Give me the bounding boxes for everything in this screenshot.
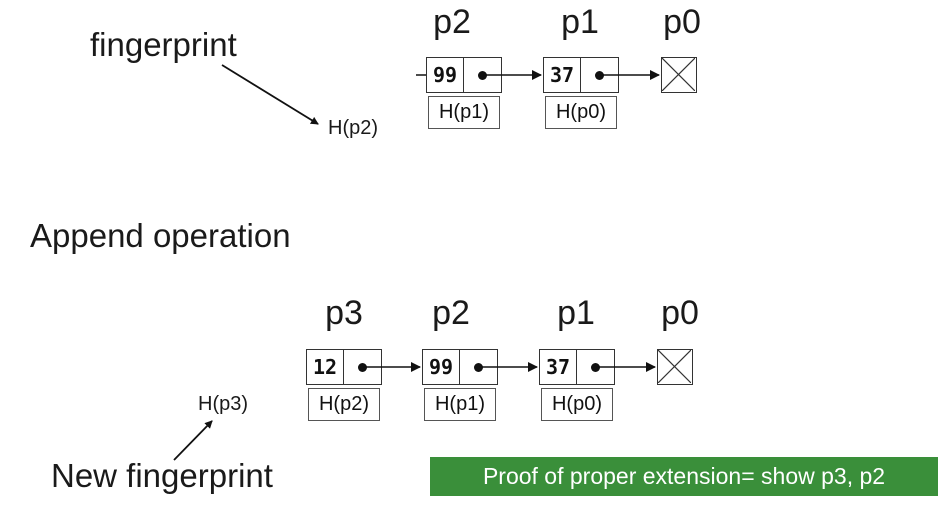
pointer-label-p2: p2: [433, 3, 471, 41]
new-fingerprint-label: New fingerprint: [51, 457, 273, 494]
pointer-label-p3: p3: [325, 294, 363, 332]
pointer-label-p0: p0: [663, 3, 701, 41]
proof-banner: Proof of proper extension= show p3, p2: [430, 457, 938, 496]
pointer-label-p1: p1: [557, 294, 595, 332]
node-pointer: [577, 350, 614, 384]
node-value: 37: [544, 58, 582, 92]
dot-icon: [591, 362, 600, 372]
arrow-icon: [221, 64, 319, 125]
list-node: 99: [422, 349, 498, 385]
node-value: 99: [427, 58, 465, 92]
dot-icon: [478, 70, 487, 80]
fingerprint-hash: H(p2): [328, 117, 379, 139]
crossed-box-icon: [661, 57, 697, 93]
dot-icon: [474, 362, 483, 372]
list-node: 12: [306, 349, 382, 385]
pointer-label-p2: p2: [432, 294, 470, 332]
new-fingerprint-hash: H(p3): [198, 393, 249, 415]
list-node: 37: [543, 57, 619, 93]
list-node: 37: [539, 349, 615, 385]
node-value: 99: [423, 350, 461, 384]
node-pointer: [344, 350, 381, 384]
section-title: Append operation: [30, 217, 291, 254]
node-hash: H(p0): [545, 96, 617, 129]
pointer-label-p0: p0: [661, 294, 699, 332]
node-hash: H(p2): [308, 388, 380, 421]
node-hash: H(p1): [424, 388, 496, 421]
list-node: 99: [426, 57, 502, 93]
arrow-icon: [173, 420, 213, 461]
node-pointer: [460, 350, 497, 384]
node-pointer: [464, 58, 501, 92]
dot-icon: [595, 70, 604, 80]
fingerprint-label: fingerprint: [90, 26, 237, 63]
pointer-label-p1: p1: [561, 3, 599, 41]
node-value: 37: [540, 350, 578, 384]
node-hash: H(p0): [541, 388, 613, 421]
node-pointer: [581, 58, 618, 92]
dot-icon: [358, 362, 367, 372]
node-hash: H(p1): [428, 96, 500, 129]
node-value: 12: [307, 350, 345, 384]
crossed-box-icon: [657, 349, 693, 385]
